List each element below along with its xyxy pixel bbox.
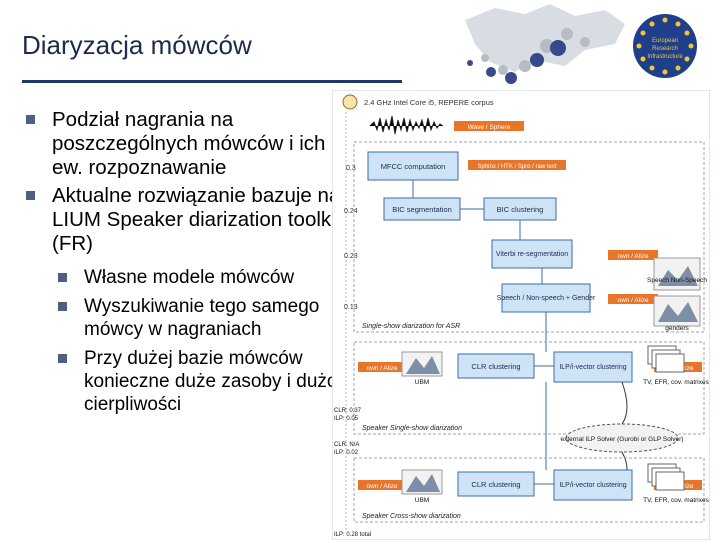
timing-value: 0.3	[346, 165, 356, 172]
slide-title: Diaryzacja mówców	[22, 30, 252, 60]
logo-line-2: Research	[652, 46, 678, 52]
format-tag: own / Alize	[358, 362, 406, 372]
model-label: genders	[665, 325, 689, 332]
bullet-marker-icon	[58, 354, 67, 363]
svg-text:Viterbi re-segmentation: Viterbi re-segmentation	[496, 251, 568, 258]
clr-clustering-box: CLR clustering	[457, 353, 535, 379]
logo-line-1: European	[652, 38, 678, 44]
panel-asr	[353, 141, 705, 333]
format-tag: Wave / Sphere	[454, 121, 524, 131]
infrastructure-logo: European Research Infrastructure	[455, 0, 720, 85]
bullet-text: Aktualne rozwiązanie bazuje na LIUM Spea…	[52, 184, 342, 255]
svg-text:BIC clustering: BIC clustering	[497, 205, 544, 214]
svg-text:ILP/i-vector clustering: ILP/i-vector clustering	[559, 364, 626, 371]
sub-bullet-item: Własne modele mówców	[22, 266, 352, 289]
format-tag: own / Alize	[608, 250, 658, 260]
svg-text:ILP/i-vector clustering: ILP/i-vector clustering	[559, 482, 626, 489]
ubm-icon	[401, 469, 443, 495]
timing-value: ILP: 0.02	[334, 450, 359, 456]
svg-text:CLR clustering: CLR clustering	[471, 480, 520, 489]
bullet-marker-icon	[58, 273, 67, 282]
bullet-list: Podział nagrania na poszczególnych mówcó…	[22, 108, 352, 416]
svg-text:own / Alize: own / Alize	[366, 365, 397, 372]
svg-text:CLR clustering: CLR clustering	[471, 362, 520, 371]
bullet-item: Aktualne rozwiązanie bazuje na LIUM Spea…	[22, 184, 352, 256]
bullet-text: Podział nagrania na poszczególnych mówcó…	[52, 108, 326, 179]
panel-label: Single-show diarization for ASR	[362, 323, 460, 330]
timing-value: ILP: 0.05	[334, 416, 359, 422]
gender-model-icon	[653, 295, 701, 327]
svg-text:external ILP Solver (Gurobi or: external ILP Solver (Gurobi or GLP Solve…	[561, 436, 684, 443]
svg-text:BIC segmentation: BIC segmentation	[392, 205, 452, 214]
sub-bullet-text: Przy dużej bazie mówców konieczne duże z…	[84, 348, 338, 415]
matrix-label: TV, EFR, cov. matrixes	[643, 379, 709, 386]
ubm-label: UBM	[415, 379, 429, 386]
matrix-label: TV, EFR, cov. matrixes	[643, 497, 709, 504]
model-label: Speech Non-Speech	[647, 277, 707, 284]
waveform-icon	[369, 115, 444, 135]
panel-cross-show	[353, 457, 705, 523]
sub-bullet-text: Wyszukiwanie tego samego mówcy w nagrani…	[84, 296, 320, 340]
bullet-marker-icon	[26, 191, 35, 200]
timing-value: 0.24	[344, 208, 358, 215]
bullet-marker-icon	[58, 302, 67, 311]
timing-value: CLR: N/A	[334, 442, 359, 448]
ubm-label: UBM	[415, 497, 429, 504]
logo-line-3: Infrastructure	[647, 54, 683, 60]
matrix-stack-icon	[647, 463, 685, 491]
format-tag: own / Alize	[608, 294, 658, 304]
sub-bullet-item: Przy dużej bazie mówców konieczne duże z…	[22, 347, 352, 416]
format-tag: own / Alize	[358, 480, 406, 490]
mfcc-box: MFCC computation	[367, 151, 459, 181]
matrix-stack-icon	[647, 345, 685, 373]
svg-text:own / Alize: own / Alize	[617, 297, 648, 304]
timing-value: 0.23	[344, 253, 358, 260]
ilp-solver-box: external ILP Solver (Gurobi or GLP Solve…	[561, 423, 684, 453]
viterbi-box: Viterbi re-segmentation	[491, 239, 573, 269]
speech-gender-box: Speech / Non-speech + Gender	[497, 283, 596, 313]
panel-label: Speaker Cross-show diarization	[362, 513, 461, 520]
speech-model-icon	[653, 257, 701, 291]
svg-text:MFCC computation: MFCC computation	[381, 162, 446, 171]
timing-value: ILP: 0.28 total	[334, 532, 371, 538]
diarization-diagram: 2.4 GHz Intel Core i5, REPERE corpus 0.3…	[332, 90, 710, 540]
svg-text:own / Alize: own / Alize	[366, 483, 397, 490]
bullet-marker-icon	[26, 115, 35, 124]
svg-text:own / Alize: own / Alize	[617, 253, 648, 260]
ilp-clustering-box: ILP/i-vector clustering	[553, 469, 633, 501]
title-underline	[22, 80, 402, 83]
sub-bullet-text: Własne modele mówców	[84, 267, 295, 288]
panel-single-show	[353, 341, 705, 435]
timing-value: 0.13	[344, 304, 358, 311]
panel-label: Speaker Single-show diarization	[362, 425, 462, 432]
bic-clustering-box: BIC clustering	[483, 197, 557, 221]
ubm-icon	[401, 351, 443, 377]
bullet-item: Podział nagrania na poszczególnych mówcó…	[22, 108, 352, 180]
svg-text:Wave / Sphere: Wave / Sphere	[468, 124, 511, 131]
ilp-clustering-box: ILP/i-vector clustering	[553, 351, 633, 383]
diagram-header: 2.4 GHz Intel Core i5, REPERE corpus	[364, 98, 494, 107]
clr-clustering-box: CLR clustering	[457, 471, 535, 497]
format-tag: Sphinx / HTK / Spro / raw text	[468, 160, 566, 170]
sub-bullet-item: Wyszukiwanie tego samego mówcy w nagrani…	[22, 295, 352, 341]
bic-segmentation-box: BIC segmentation	[383, 197, 461, 221]
svg-text:Sphinx / HTK / Spro / raw text: Sphinx / HTK / Spro / raw text	[477, 164, 556, 170]
svg-text:Speech / Non-speech + Gender: Speech / Non-speech + Gender	[497, 295, 596, 302]
timing-value: CLR: 0.37	[334, 408, 362, 414]
